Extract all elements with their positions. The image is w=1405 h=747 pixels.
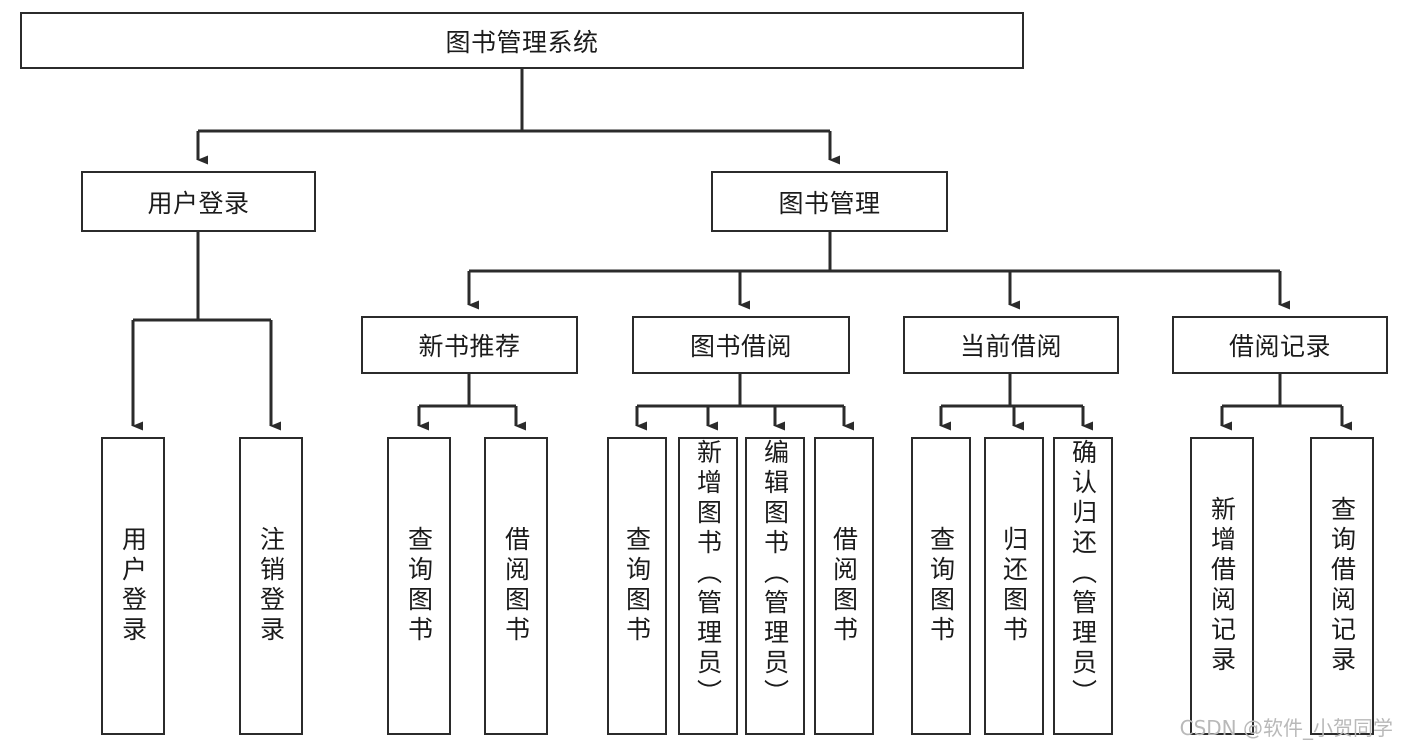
node-leaf-return-book-label: 归还图书 [999,526,1029,646]
node-leaf-add-record[interactable]: 新增借阅记录 [1190,437,1254,735]
node-new-book-recommend[interactable]: 新书推荐 [361,316,578,374]
node-leaf-confirm-return[interactable]: 确认归还（管理员） [1053,437,1113,735]
node-new-book-recommend-label: 新书推荐 [418,332,521,361]
node-leaf-confirm-return-label: 确认归还（管理员） [1068,439,1098,709]
node-leaf-add-book-label: 新增图书（管理员） [693,439,723,709]
node-leaf-return-book[interactable]: 归还图书 [984,437,1044,735]
node-leaf-user-logout-label: 注销登录 [256,526,286,646]
node-root-label: 图书管理系统 [445,27,599,57]
node-user-login-label: 用户登录 [147,188,250,218]
node-user-login[interactable]: 用户登录 [81,171,316,232]
node-leaf-query-record[interactable]: 查询借阅记录 [1310,437,1374,735]
node-leaf-borrow-book-1[interactable]: 借阅图书 [484,437,548,735]
node-leaf-query-book-3-label: 查询图书 [926,526,956,646]
node-leaf-add-book[interactable]: 新增图书（管理员） [678,437,738,735]
node-leaf-user-login[interactable]: 用户登录 [101,437,165,735]
node-leaf-edit-book-label: 编辑图书（管理员） [760,439,790,709]
node-leaf-query-book-2[interactable]: 查询图书 [607,437,667,735]
node-book-borrow-label: 图书借阅 [689,332,792,361]
node-borrow-record-label: 借阅记录 [1228,332,1331,361]
node-leaf-borrow-book-2[interactable]: 借阅图书 [814,437,874,735]
node-leaf-add-record-label: 新增借阅记录 [1207,496,1237,676]
node-book-manage-label: 图书管理 [778,188,881,218]
node-book-manage[interactable]: 图书管理 [711,171,948,232]
node-leaf-borrow-book-2-label: 借阅图书 [829,526,859,646]
node-current-borrow[interactable]: 当前借阅 [903,316,1119,374]
node-leaf-edit-book[interactable]: 编辑图书（管理员） [745,437,805,735]
node-root[interactable]: 图书管理系统 [20,12,1024,69]
node-borrow-record[interactable]: 借阅记录 [1172,316,1388,374]
node-leaf-user-login-label: 用户登录 [118,526,148,646]
node-book-borrow[interactable]: 图书借阅 [632,316,850,374]
node-current-borrow-label: 当前借阅 [959,332,1062,361]
node-leaf-borrow-book-1-label: 借阅图书 [501,526,531,646]
node-leaf-query-book-1[interactable]: 查询图书 [387,437,451,735]
node-leaf-query-book-1-label: 查询图书 [404,526,434,646]
node-leaf-query-book-2-label: 查询图书 [622,526,652,646]
node-leaf-query-record-label: 查询借阅记录 [1327,496,1357,676]
node-leaf-query-book-3[interactable]: 查询图书 [911,437,971,735]
node-leaf-user-logout[interactable]: 注销登录 [239,437,303,735]
